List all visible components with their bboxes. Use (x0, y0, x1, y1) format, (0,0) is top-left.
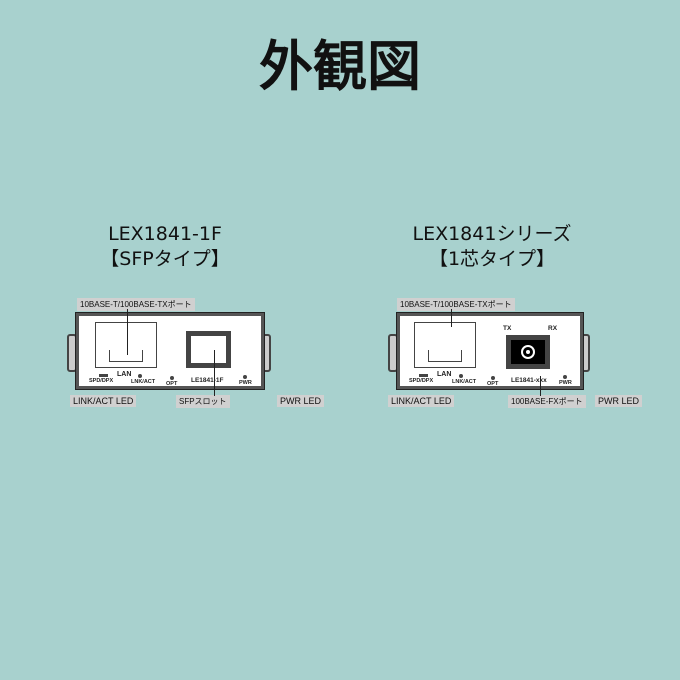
rj45-latch (428, 350, 462, 362)
link-led-callout: LINK/ACT LED (388, 395, 455, 407)
leader-line (540, 376, 541, 396)
spd-label: SPD/DPX (409, 378, 434, 384)
spd-switch (99, 374, 108, 377)
left-product-name: LEX1841-1F (108, 223, 222, 245)
sc-fiber-port (506, 335, 550, 369)
rj45-latch (109, 350, 143, 362)
pwr-led (243, 375, 247, 379)
page-title: 外観図 (259, 35, 421, 98)
leader-line (214, 350, 215, 396)
lnk-label: LNK/ACT (131, 379, 156, 385)
sfp-slot (186, 331, 231, 368)
opt-led (170, 376, 174, 380)
pwr-label: PWR (559, 380, 572, 386)
fx-port-callout: 100BASE-FXポート (508, 395, 586, 408)
rx-label: RX (548, 325, 558, 332)
link-led-callout: LINK/ACT LED (70, 395, 137, 407)
right-product-type: 【1芯タイプ】 (428, 248, 556, 270)
opt-led (491, 376, 495, 380)
fiber-connector-icon (521, 345, 535, 359)
opt-label: OPT (487, 381, 499, 387)
spd-label: SPD/DPX (89, 378, 114, 384)
pwr-led-callout: PWR LED (595, 395, 643, 407)
lan-label: LAN (437, 371, 452, 378)
leader-line (451, 309, 452, 327)
pwr-led-callout: PWR LED (277, 395, 325, 407)
pwr-label: PWR (239, 380, 252, 386)
leader-line (127, 309, 128, 355)
right-product-title: LEX1841シリーズ 【1芯タイプ】 (362, 222, 622, 272)
model-label: LE1841-xxx (511, 377, 547, 384)
opt-label: OPT (166, 381, 178, 387)
sfp-slot-callout: SFPスロット (176, 395, 230, 408)
right-product-name: LEX1841シリーズ (412, 223, 572, 245)
lnk-label: LNK/ACT (452, 379, 477, 385)
link-led (138, 374, 142, 378)
model-label: LE1841-1F (191, 377, 224, 384)
tx-label: TX (503, 325, 512, 332)
left-product-type: 【SFPタイプ】 (100, 248, 230, 270)
port-callout: 10BASE-T/100BASE-TXポート (77, 298, 195, 311)
port-callout: 10BASE-T/100BASE-TXポート (397, 298, 515, 311)
link-led (459, 374, 463, 378)
pwr-led (563, 375, 567, 379)
left-product-title: LEX1841-1F 【SFPタイプ】 (35, 222, 295, 272)
spd-switch (419, 374, 428, 377)
lan-label: LAN (117, 371, 132, 378)
